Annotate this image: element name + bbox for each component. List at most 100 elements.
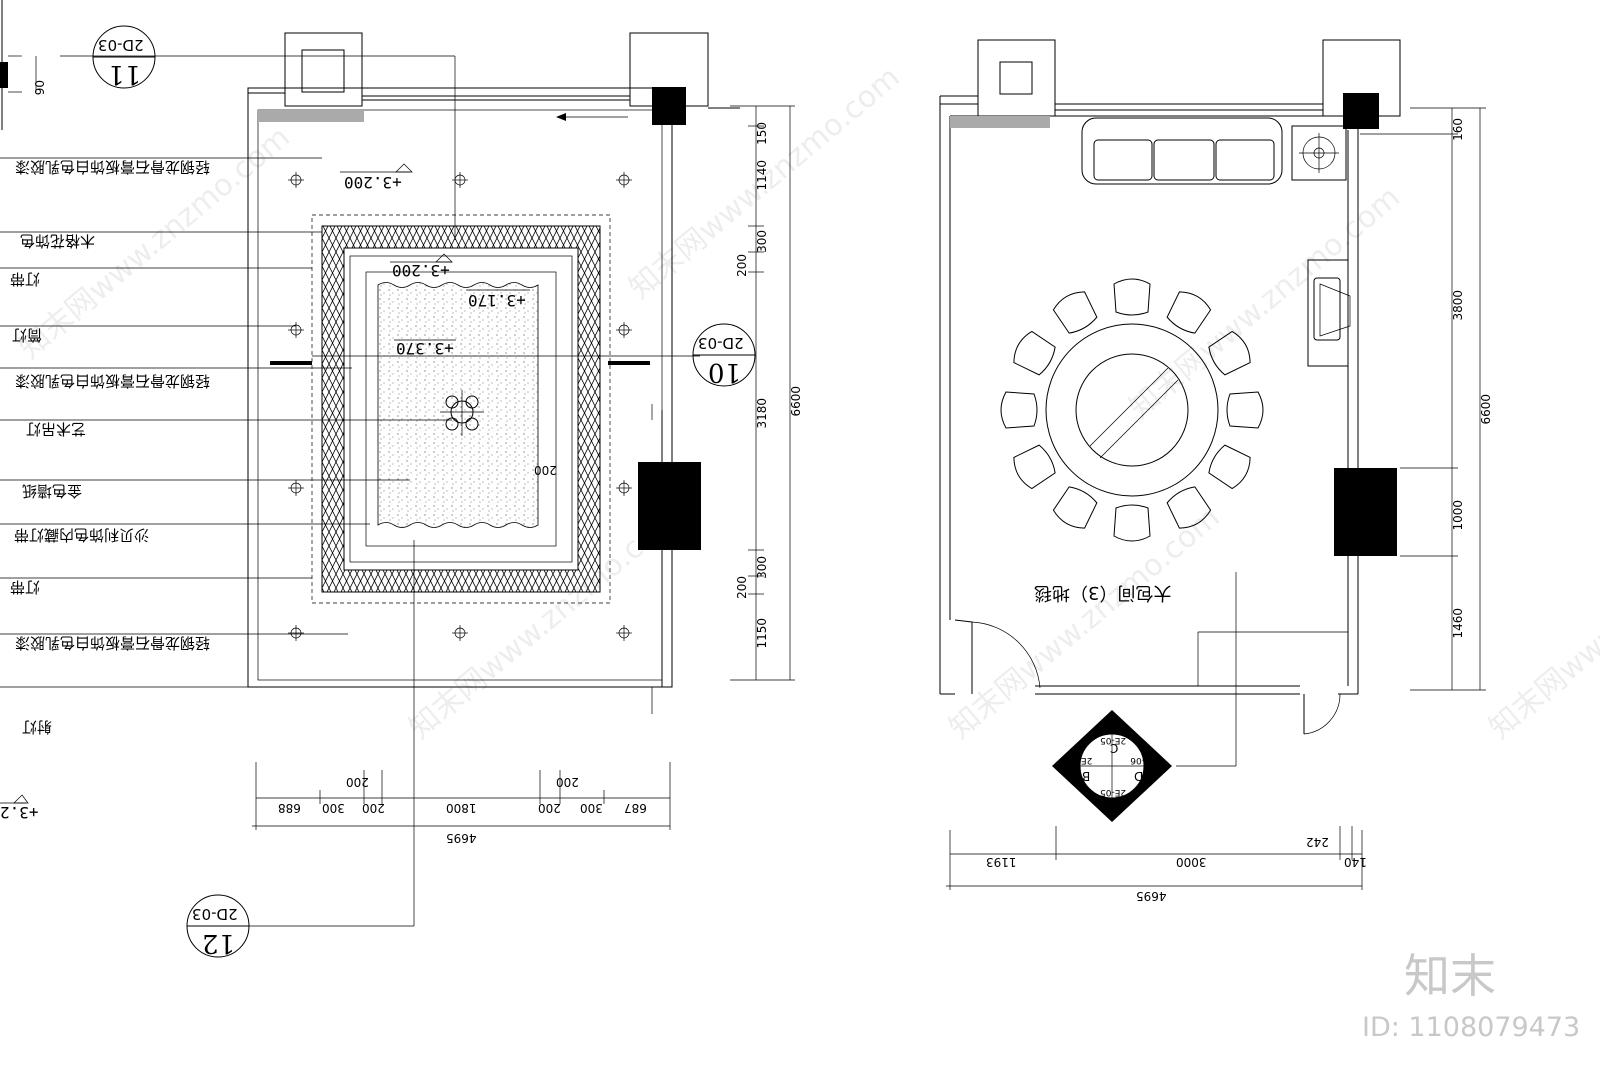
elevation-index-symbol: A B C D 2E-05 2E-06 2E-05 2E-06 [1052, 710, 1172, 822]
svg-text:2E-05: 2E-05 [1100, 735, 1126, 745]
svg-text:2E-06: 2E-06 [1066, 755, 1092, 765]
svg-text:2D-03: 2D-03 [698, 334, 744, 352]
svg-text:242: 242 [1306, 835, 1329, 849]
svg-text:1150: 1150 [755, 618, 769, 649]
svg-text:160: 160 [1451, 118, 1465, 141]
ceiling-plan: 轻钢龙骨石膏板饰白色乳胶漆 木格花饰色 灯带 筒灯 轻钢龙骨石膏板饰白色乳胶漆 … [0, 0, 803, 958]
svg-text:300: 300 [580, 801, 603, 815]
svg-text:200: 200 [735, 576, 749, 599]
svg-text:2E-06: 2E-06 [1130, 755, 1156, 765]
floor-cabinet-block [1334, 468, 1397, 556]
column-left-core [301, 49, 345, 93]
svg-text:12: 12 [202, 928, 235, 958]
svg-text:200: 200 [735, 254, 749, 277]
chair-icon [1208, 444, 1251, 490]
floor-plan: 大包间（3）地毯 A B C D 2E-05 2E-06 2E-05 2E-06… [939, 39, 1493, 903]
label-gypsum-bottom: 轻钢龙骨石膏板饰白色乳胶漆 [15, 634, 210, 652]
svg-text:200: 200 [556, 775, 579, 789]
section-mark-left [270, 361, 312, 365]
chair-icon [1013, 444, 1056, 490]
svg-text:+3.370: +3.370 [396, 339, 454, 358]
svg-text:+3.200: +3.200 [392, 261, 450, 280]
dining-table-icon [1045, 323, 1219, 497]
chair-icon [1000, 391, 1038, 429]
svg-text:2D-03: 2D-03 [192, 905, 238, 923]
svg-text:3800: 3800 [1451, 290, 1465, 321]
svg-text:知末网www.znzmo.com: 知末网www.znzmo.com [1483, 500, 1600, 746]
door-left-icon [954, 619, 1041, 694]
edge-detail: 90 [0, 0, 47, 130]
svg-text:688: 688 [278, 801, 301, 815]
chair-icon [1052, 486, 1098, 529]
label-gold-wallpaper: 金色墙纸 [22, 482, 82, 500]
chandelier-icon [440, 390, 484, 436]
svg-text:200: 200 [362, 801, 385, 815]
ceiling-levels: +3.200 +3.200 +3.170 +3.370 +3.2 200 [0, 163, 557, 822]
svg-text:1193: 1193 [986, 855, 1017, 869]
chair-icon [1113, 278, 1151, 316]
svg-text:10: 10 [708, 357, 741, 387]
column-right-fill [652, 87, 686, 125]
label-shell-strip: 沙贝利饰色内藏灯带 [14, 526, 149, 544]
svg-text:200: 200 [346, 775, 369, 789]
svg-text:11: 11 [108, 59, 141, 89]
svg-text:4695: 4695 [1136, 889, 1167, 903]
side-table-icon [1291, 125, 1347, 181]
svg-text:6600: 6600 [789, 386, 803, 417]
svg-text:200: 200 [538, 801, 561, 815]
svg-text:300: 300 [322, 801, 345, 815]
gold-panel [377, 282, 539, 528]
label-gypsum-top: 轻钢龙骨石膏板饰白色乳胶漆 [15, 158, 210, 176]
svg-text:6600: 6600 [1479, 394, 1493, 425]
door-right-icon [1303, 693, 1341, 735]
svg-text:200: 200 [534, 463, 557, 477]
svg-text:D: D [1134, 769, 1143, 783]
dims-bottom-right-plan: 140 242 3000 1193 4695 [946, 826, 1367, 903]
room-label: 大包间（3）地毯 [1034, 582, 1171, 603]
svg-text:2D-03: 2D-03 [98, 36, 144, 54]
svg-text:+3.2: +3.2 [0, 803, 39, 822]
svg-text:1140: 1140 [755, 160, 769, 191]
label-light-strip-2: 灯带 [10, 578, 40, 596]
svg-text:1000: 1000 [1451, 500, 1465, 531]
dims-right-right-plan: 160 3800 1000 1460 6600 [1360, 107, 1493, 691]
svg-text:4695: 4695 [446, 831, 477, 845]
chair-icon [1208, 330, 1251, 376]
svg-text:知末网www.znzmo.com: 知末网www.znzmo.com [1123, 180, 1407, 426]
tv-cabinet-icon [1307, 259, 1351, 367]
svg-text:300: 300 [755, 230, 769, 253]
dims-right-left-plan: 150 1140 300 200 3180 300 200 1150 6600 [730, 105, 803, 681]
dims-bottom-left-plan: 688 300 200 1800 200 300 687 200 200 469… [252, 762, 671, 845]
svg-text:A: A [1106, 797, 1115, 811]
section-tag-11: 2D-03 11 [92, 25, 156, 89]
hatch-wall [258, 110, 364, 122]
section-tag-10: 2D-03 10 [692, 323, 756, 387]
svg-text:1800: 1800 [446, 801, 477, 815]
label-wood-lattice: 木格花饰色 [20, 232, 95, 250]
svg-text:687: 687 [624, 801, 647, 815]
label-spotlight: 射灯 [22, 718, 52, 736]
label-gypsum-mid: 轻钢龙骨石膏板饰白色乳胶漆 [15, 372, 210, 390]
chair-icon [1166, 291, 1212, 334]
svg-text:C: C [1110, 741, 1118, 755]
svg-text:知末网www.znzmo.com: 知末网www.znzmo.com [943, 500, 1227, 746]
sofa-icon [1081, 117, 1283, 185]
label-downlight: 筒灯 [12, 326, 42, 344]
chair-icon [1226, 391, 1264, 429]
wall-cabinet-block [638, 462, 701, 550]
brand-logo: 知末 [1404, 949, 1496, 1003]
section-tag-12: 2D-03 12 [186, 894, 250, 958]
svg-text:2E-05: 2E-05 [1100, 787, 1126, 797]
chair-icon [1166, 486, 1212, 529]
column-left [284, 32, 363, 107]
leader-lines [0, 55, 653, 927]
svg-text:3000: 3000 [1176, 855, 1207, 869]
chair-icon [1013, 330, 1056, 376]
chair-icon [1052, 291, 1098, 334]
svg-text:150: 150 [755, 122, 769, 145]
svg-text:B: B [1082, 769, 1090, 783]
chair-icon [1113, 504, 1151, 542]
watermarks: 知末网www.znzmo.com 知末网www.znzmo.com 知末网www… [13, 60, 1600, 746]
svg-text:140: 140 [1344, 855, 1367, 869]
